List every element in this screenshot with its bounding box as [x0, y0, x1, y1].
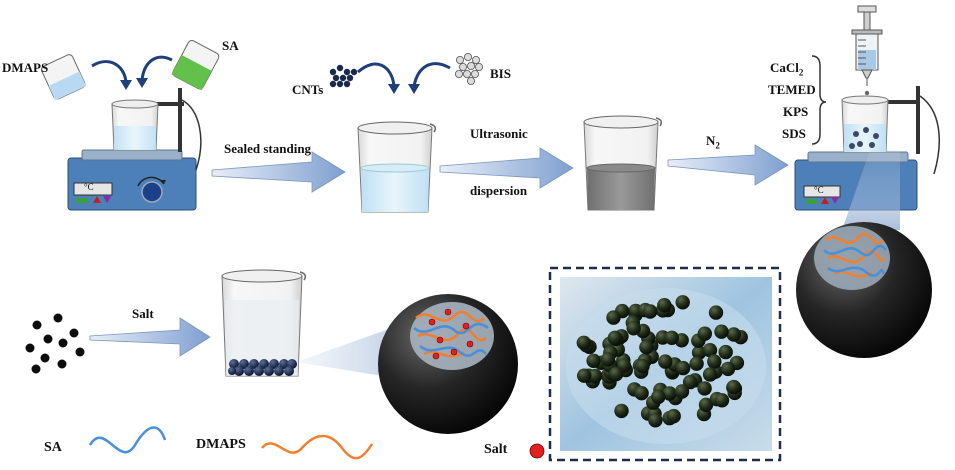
label-cnts: CNTs — [292, 82, 324, 97]
legend-salt-label: Salt — [484, 442, 508, 457]
microstructure-sphere-right — [796, 222, 932, 358]
hydrogel-bead — [643, 304, 658, 319]
label-kps: KPS — [783, 104, 809, 119]
bis-cluster — [454, 53, 483, 86]
hydrogel-bead — [648, 413, 663, 428]
hydrogel-bead — [614, 403, 629, 419]
beaker-4 — [221, 269, 307, 377]
label-n2-base: N — [706, 133, 716, 148]
label-temed: TEMED — [768, 82, 816, 97]
reagent-bracket — [811, 55, 827, 145]
beads-photo — [560, 277, 772, 451]
bis-curved-arrow — [412, 62, 451, 87]
salt-particles — [25, 313, 85, 374]
dmaps-bottle — [40, 54, 87, 101]
hydrogel-bead — [702, 367, 718, 382]
hydrogel-bead — [635, 359, 650, 374]
label-salt-arrow: Salt — [132, 306, 154, 321]
cnts-curved-arrow — [357, 62, 396, 87]
hydrogel-bead — [639, 340, 654, 355]
zoom-beam-right — [842, 150, 900, 230]
hydrogel-bead — [698, 397, 714, 412]
arrow-n2 — [667, 144, 789, 186]
hydrogel-bead — [634, 386, 649, 401]
arrow-salt — [89, 317, 211, 357]
sa-bottle — [171, 39, 220, 91]
hydrogel-bead — [606, 310, 621, 325]
label-sds: SDS — [782, 126, 806, 141]
label-n2-sub: 2 — [715, 140, 720, 151]
hydrogel-bead — [607, 330, 623, 345]
legend-dmaps-label: DMAPS — [196, 437, 246, 452]
hydrogel-bead — [577, 368, 592, 383]
hydrogel-bead — [697, 326, 712, 341]
hydrogel-bead — [720, 361, 736, 377]
microstructure-sphere-center — [378, 294, 518, 434]
cnts-cluster — [329, 64, 358, 88]
hydrogel-bead — [726, 379, 741, 395]
hydrogel-bead — [708, 305, 724, 320]
hydrogel-bead — [600, 352, 616, 367]
hydrogel-bead — [718, 344, 733, 360]
legend-sa-line — [88, 426, 167, 454]
label-sealed-standing: Sealed standing — [224, 141, 312, 156]
hydrogel-bead — [714, 324, 729, 339]
hydrogel-bead — [726, 327, 741, 342]
photo-frame — [548, 266, 782, 462]
label-n2: N2 — [706, 133, 720, 151]
arrow-sealed-standing — [211, 151, 346, 193]
beaker-3 — [583, 115, 663, 211]
hydrogel-bead — [657, 298, 672, 313]
legend-salt-dot — [529, 443, 545, 459]
hydrogel-bead — [714, 393, 730, 408]
hydrogel-bead — [608, 366, 624, 382]
legend-dmaps-line — [261, 434, 374, 460]
hotplate-stirrer-1 — [67, 88, 202, 211]
hydrogel-bead — [682, 374, 698, 390]
hydrogel-bead — [675, 360, 691, 376]
label-cacl2-base: CaCl — [770, 60, 799, 75]
legend-sa-label: SA — [44, 440, 62, 455]
hydrogel-bead — [674, 384, 690, 399]
label-dispersion: dispersion — [470, 183, 528, 198]
syringe — [851, 5, 883, 96]
beaker-2 — [357, 121, 437, 213]
bead-layer — [228, 359, 297, 376]
hydrogel-bead — [658, 354, 673, 369]
hydrogel-bead — [707, 354, 722, 369]
hydrogel-bead — [691, 345, 707, 360]
hydrogel-bead — [626, 321, 641, 336]
hydrogel-bead — [664, 330, 679, 345]
arrow-ultrasonic-dispersion — [439, 147, 574, 189]
hotplate-display-2: °C — [814, 185, 824, 195]
sa-curved-arrow — [140, 55, 173, 81]
hydrogel-bead — [587, 368, 603, 384]
hydrogel-bead — [651, 389, 666, 405]
label-bis: BIS — [490, 66, 511, 81]
hydrogel-bead — [689, 356, 704, 371]
label-cacl2: CaCl2 — [770, 60, 803, 78]
label-ultrasonic: Ultrasonic — [470, 126, 528, 141]
hotplate-display-1: °C — [84, 182, 94, 192]
hydrogel-bead — [576, 335, 591, 350]
hydrogel-bead — [586, 353, 601, 368]
label-cacl2-sub: 2 — [798, 67, 804, 78]
label-sa: SA — [222, 38, 239, 53]
hydrogel-bead — [697, 381, 712, 396]
hydrogel-bead — [662, 386, 677, 401]
hydrogel-bead — [675, 295, 690, 310]
dmaps-curved-arrow — [91, 60, 128, 83]
hydrogel-bead — [666, 408, 681, 424]
hydrogel-bead — [702, 343, 718, 358]
label-dmaps: DMAPS — [2, 60, 49, 75]
